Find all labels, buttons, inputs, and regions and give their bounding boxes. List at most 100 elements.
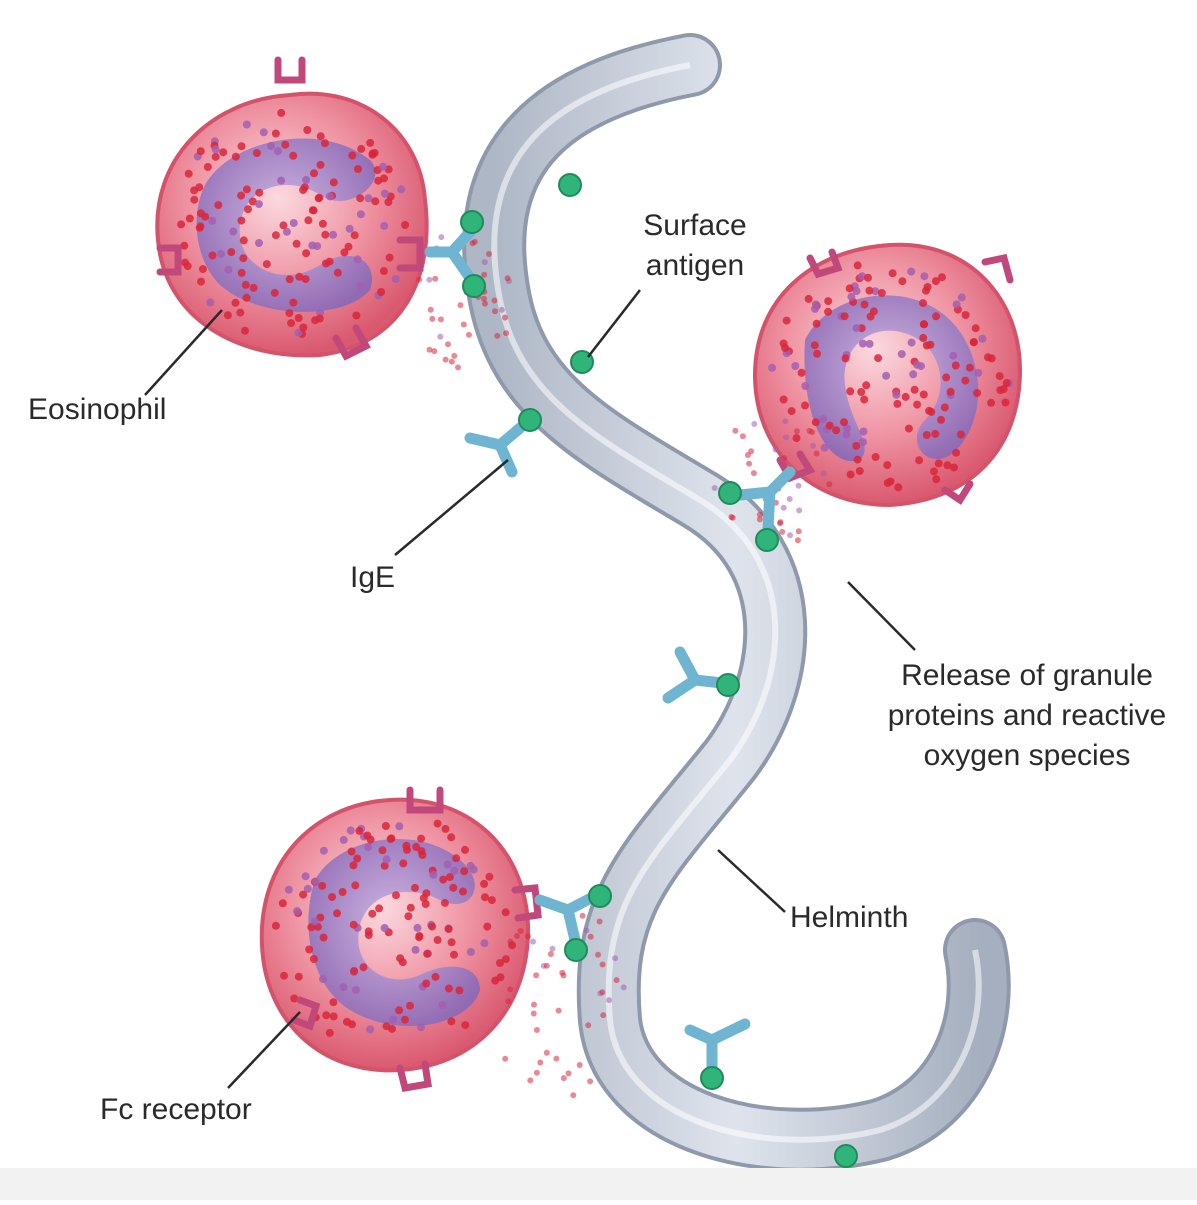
granule-dot xyxy=(826,481,833,488)
granule-dot xyxy=(507,938,514,945)
granule-dot xyxy=(385,253,394,262)
granule-dot xyxy=(429,870,438,879)
granule-dot xyxy=(505,998,512,1005)
granule-dot xyxy=(280,971,288,980)
granule-dot xyxy=(437,333,444,340)
granule-dot xyxy=(744,452,751,458)
granule-dot xyxy=(278,899,287,908)
granule-dot xyxy=(496,959,504,967)
granule-dot xyxy=(859,427,868,436)
label-ige: IgE xyxy=(350,561,396,594)
granule-dot xyxy=(612,955,619,962)
granule-dot xyxy=(380,189,389,198)
granule-dot xyxy=(801,382,810,390)
granule-dot xyxy=(786,496,793,502)
granule-dot xyxy=(570,1092,577,1099)
granule-dot xyxy=(177,220,186,229)
granule-dot xyxy=(439,875,448,884)
granule-dot xyxy=(271,231,280,240)
granule-dot xyxy=(943,461,952,470)
granule-dot xyxy=(845,284,854,293)
granule-dot xyxy=(239,254,248,263)
granule-dot xyxy=(904,424,913,433)
granule-dot xyxy=(824,297,833,306)
granule-dot xyxy=(294,314,303,322)
antigen-icon xyxy=(462,274,486,298)
granule-dot xyxy=(795,528,802,535)
granule-dot xyxy=(930,467,938,476)
granule-dot xyxy=(223,311,232,320)
granule-dot xyxy=(316,308,325,317)
granule-dot xyxy=(180,241,189,250)
granule-dot xyxy=(412,843,421,851)
granule-dot xyxy=(957,293,966,302)
granule-dot xyxy=(206,298,215,307)
granule-dot xyxy=(325,1028,334,1037)
granule-dot xyxy=(399,859,408,868)
granule-dot xyxy=(431,348,438,355)
granule-dot xyxy=(219,148,228,157)
label-eosinophil: Eosinophil xyxy=(28,393,167,426)
granule-dot xyxy=(375,904,384,913)
granule-dot xyxy=(825,421,834,430)
granule-dot xyxy=(853,261,862,270)
granule-dot xyxy=(549,945,556,952)
granule-dot xyxy=(214,201,223,210)
granule-dot xyxy=(432,275,439,282)
granule-dot xyxy=(451,352,458,359)
granule-dot xyxy=(858,339,867,348)
ige-icon xyxy=(734,466,796,534)
granule-dot xyxy=(530,1010,537,1017)
granule-dot xyxy=(237,191,246,200)
granule-dot xyxy=(907,338,916,347)
granule-dot xyxy=(950,463,958,472)
granule-dot xyxy=(865,286,874,295)
granule-dot xyxy=(455,986,464,995)
granule-dot xyxy=(255,239,263,247)
granule-dot xyxy=(779,395,788,404)
leader-lines xyxy=(144,289,916,1089)
granule-dot xyxy=(481,893,489,902)
granule-dot xyxy=(284,885,293,894)
granule-dot xyxy=(779,339,788,348)
granule-dot xyxy=(217,250,225,259)
label-release-line-2: proteins and reactive xyxy=(887,699,1167,732)
granule-dot xyxy=(397,185,406,194)
granule-dot xyxy=(241,326,249,335)
granule-dot xyxy=(919,390,928,399)
granule-dot xyxy=(384,198,393,207)
granule-dot xyxy=(359,963,368,972)
fc-receptor-icon xyxy=(396,236,424,272)
granule-dot xyxy=(533,972,540,979)
granule-dot xyxy=(301,275,310,284)
granule-dot xyxy=(457,302,464,309)
granule-dot xyxy=(787,532,793,539)
granule-dot xyxy=(305,945,314,954)
granule-dot xyxy=(287,319,296,328)
granule-dot xyxy=(319,846,328,855)
granule-dot xyxy=(338,888,347,896)
granule-dot xyxy=(442,356,449,363)
granule-dot xyxy=(371,197,380,206)
granule-dot xyxy=(871,287,880,296)
granule-dot xyxy=(974,368,983,377)
granule-dot xyxy=(303,126,312,134)
granule-dot xyxy=(364,842,372,851)
granule-dot xyxy=(289,151,298,160)
granule-dot xyxy=(485,872,494,881)
granule-dot xyxy=(913,360,922,369)
granule-dot xyxy=(923,283,932,291)
granule-dot xyxy=(810,442,816,449)
granule-dot xyxy=(195,223,204,232)
granule-dot xyxy=(840,312,849,321)
granule-dot xyxy=(746,460,753,467)
ige-icon xyxy=(534,890,601,946)
granule-dot xyxy=(961,311,970,319)
granule-dot xyxy=(840,418,848,427)
granule-dot xyxy=(326,192,334,201)
granule-dot xyxy=(208,216,217,225)
fc-receptor-icon xyxy=(776,450,816,483)
granule-dot xyxy=(583,927,590,934)
granule-dot xyxy=(285,275,294,284)
granule-dot xyxy=(328,893,336,901)
